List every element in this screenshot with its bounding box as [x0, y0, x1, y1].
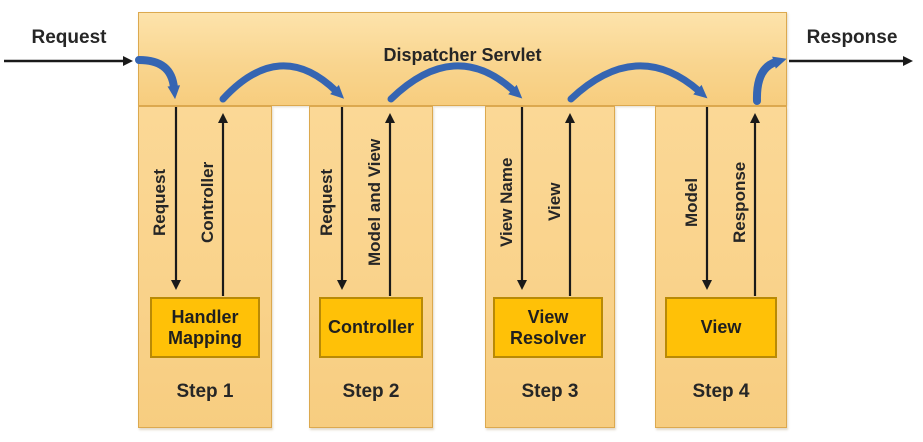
step1-column — [138, 106, 272, 428]
step3-column — [485, 106, 615, 428]
step4-down-arrow-label: Model — [682, 177, 701, 227]
step2-label: Step 2 — [342, 381, 400, 402]
step4-column — [655, 106, 787, 428]
step1-up-arrow-label: Controller — [198, 161, 217, 243]
step1-label: Step 1 — [176, 381, 234, 402]
outgoing-response-label: Response — [806, 27, 898, 48]
step3-label: Step 3 — [521, 381, 579, 402]
view-resolver-box: View Resolver — [493, 297, 603, 358]
diagram-title: Dispatcher Servlet — [383, 45, 542, 65]
controller-box: Controller — [319, 297, 423, 358]
incoming-request-label: Request — [31, 27, 107, 48]
step3-up-arrow-label: View — [545, 182, 564, 222]
handler-mapping-box: Handler Mapping — [150, 297, 260, 358]
step3-down-arrow-label: View Name — [497, 157, 516, 247]
step2-up-arrow-label: Model and View — [365, 138, 384, 266]
step4-label: Step 4 — [692, 381, 750, 402]
step1-down-arrow-label: Request — [150, 168, 169, 236]
step2-column — [309, 106, 433, 428]
step2-down-arrow-label: Request — [317, 168, 336, 236]
step4-up-arrow-label: Response — [730, 161, 749, 243]
view-box: View — [665, 297, 777, 358]
